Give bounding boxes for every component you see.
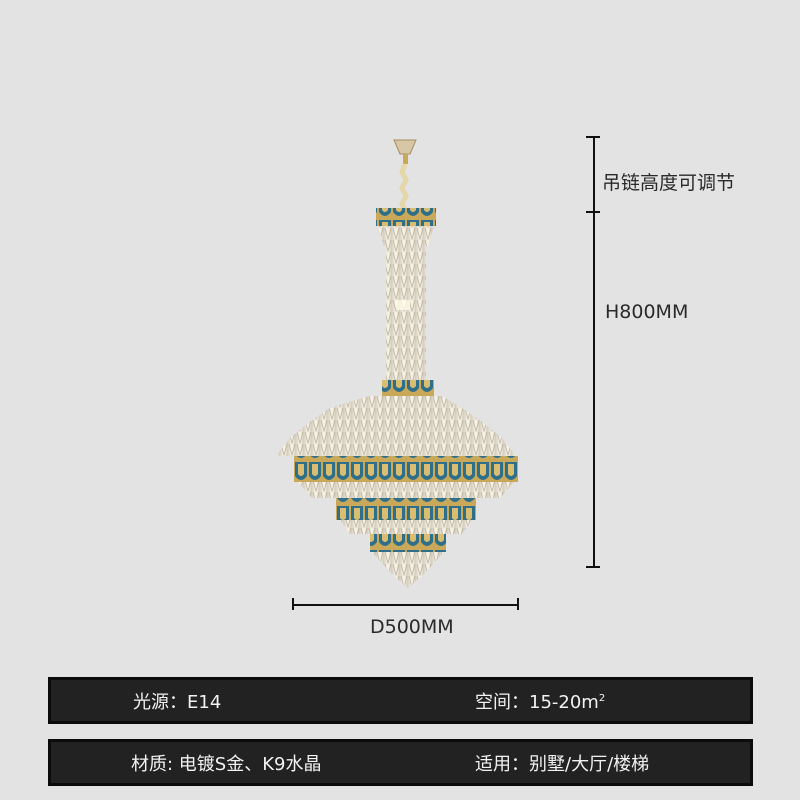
spec-material: 材质: 电镀S金、K9水晶 [131,750,321,776]
diameter-dimension-line [292,604,518,606]
height-dimension-line [593,136,595,566]
spec-separator: ： [169,691,187,713]
spec-value: 别墅/大厅/楼梯 [529,753,650,775]
spec-bar-1: 光源：E14 空间：15-20m2 [48,677,753,724]
spec-application: 适用：别墅/大厅/楼梯 [475,750,649,776]
dimension-tick-right [517,598,519,610]
spec-bar-2: 材质: 电镀S金、K9水晶 适用：别墅/大厅/楼梯 [48,739,753,786]
spec-separator: : [167,753,179,775]
dimension-tick-top [586,136,600,138]
spec-light-source: 光源：E14 [133,688,221,714]
spec-label: 光源 [133,691,169,713]
spec-label: 适用 [475,753,511,775]
dimension-tick-middle [586,211,600,213]
spec-value: 电镀S金、K9水晶 [178,753,322,775]
spec-value: 15-20m [529,691,599,713]
spec-value: E14 [187,691,222,713]
spec-separator: ： [511,691,529,713]
spec-superscript: 2 [598,692,606,704]
chain-adjustable-note: 吊链高度可调节 [602,172,736,194]
spec-label: 空间 [475,691,511,713]
spec-space: 空间：15-20m2 [475,688,605,714]
spec-separator: ： [511,753,529,775]
height-label: H800MM [605,301,689,323]
diameter-label: D500MM [370,616,454,638]
dimension-tick-left [292,598,294,610]
dimension-tick-bottom [586,566,600,568]
spec-label: 材质 [131,753,167,775]
chandelier-image [276,139,518,588]
